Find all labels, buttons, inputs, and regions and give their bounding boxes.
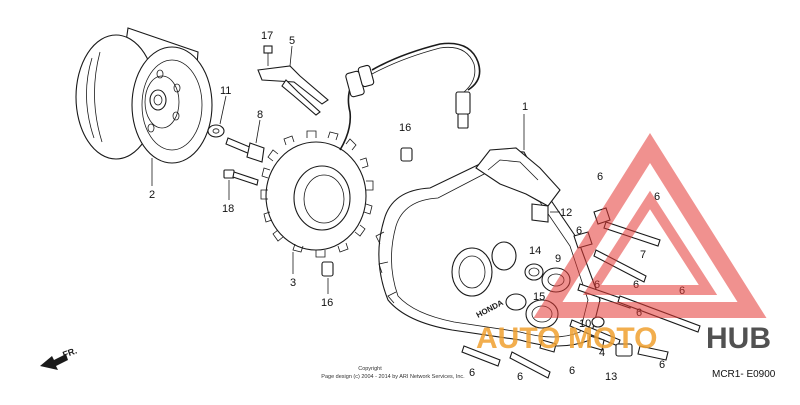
label-16b: 16: [321, 297, 333, 309]
label-6h: 6: [469, 367, 475, 379]
dowel-pin-upper[interactable]: [400, 147, 413, 162]
wire-bracket[interactable]: [257, 65, 329, 116]
label-5: 5: [289, 35, 295, 47]
label-6i: 6: [517, 371, 523, 383]
label-2: 2: [149, 189, 155, 201]
washer[interactable]: [207, 124, 225, 138]
copyright-title: Copyright: [358, 366, 382, 372]
label-6k: 6: [659, 359, 665, 371]
label-17: 17: [261, 30, 273, 42]
label-18: 18: [222, 203, 234, 215]
label-14: 14: [529, 245, 541, 257]
watermark-inner-triangle-icon: [582, 190, 718, 295]
bracket-bolt[interactable]: [263, 45, 273, 66]
front-direction-marker: FR.: [40, 346, 78, 370]
left-crankcase-cover[interactable]: [375, 147, 601, 347]
label-6a: 6: [597, 171, 603, 183]
label-9: 9: [555, 253, 561, 265]
flywheel[interactable]: [75, 27, 213, 164]
label-12: 12: [560, 207, 572, 219]
label-13: 13: [605, 371, 617, 383]
label-4: 4: [599, 347, 605, 359]
label-7: 7: [640, 249, 646, 261]
harness-connector[interactable]: [455, 91, 471, 129]
harness-grommet[interactable]: [345, 64, 375, 98]
label-8: 8: [257, 109, 263, 121]
watermark-hub: HUB: [706, 322, 771, 355]
main-harness: [371, 42, 481, 91]
cover-bracket[interactable]: [531, 203, 549, 223]
o-ring-14[interactable]: [524, 263, 544, 281]
watermark-wordmark: AUTO MOTO HUB: [476, 322, 771, 355]
watermark-triangle-icon: [533, 132, 767, 318]
label-1: 1: [522, 101, 528, 113]
direction-label: FR.: [61, 346, 78, 360]
label-16a: 16: [399, 122, 411, 134]
dowel-pin-lower[interactable]: [321, 261, 334, 277]
watermark-logo: [533, 132, 767, 318]
copyright-notice: Page design (c) 2004 - 2014 by ARI Netwo…: [321, 374, 465, 380]
watermark-auto: AUTO: [476, 322, 560, 355]
leader-8: [255, 119, 261, 144]
flywheel-bolt[interactable]: [225, 137, 265, 163]
label-6c: 6: [576, 225, 582, 237]
label-15: 15: [533, 291, 545, 303]
label-3: 3: [290, 277, 296, 289]
diagram-code: MCR1- E0900: [712, 369, 776, 380]
leader-11: [219, 95, 227, 125]
label-6j: 6: [569, 365, 575, 377]
bolt-4[interactable]: [587, 335, 605, 351]
arrow-left-icon: [40, 354, 68, 370]
label-6b: 6: [654, 191, 660, 203]
label-11: 11: [220, 85, 231, 97]
stator[interactable]: [260, 130, 374, 258]
sensor-13[interactable]: [615, 343, 633, 357]
watermark-moto: MOTO: [568, 322, 657, 355]
stator-bolt[interactable]: [223, 169, 259, 186]
label-10: 10: [579, 318, 591, 330]
leader-5: [289, 45, 293, 67]
